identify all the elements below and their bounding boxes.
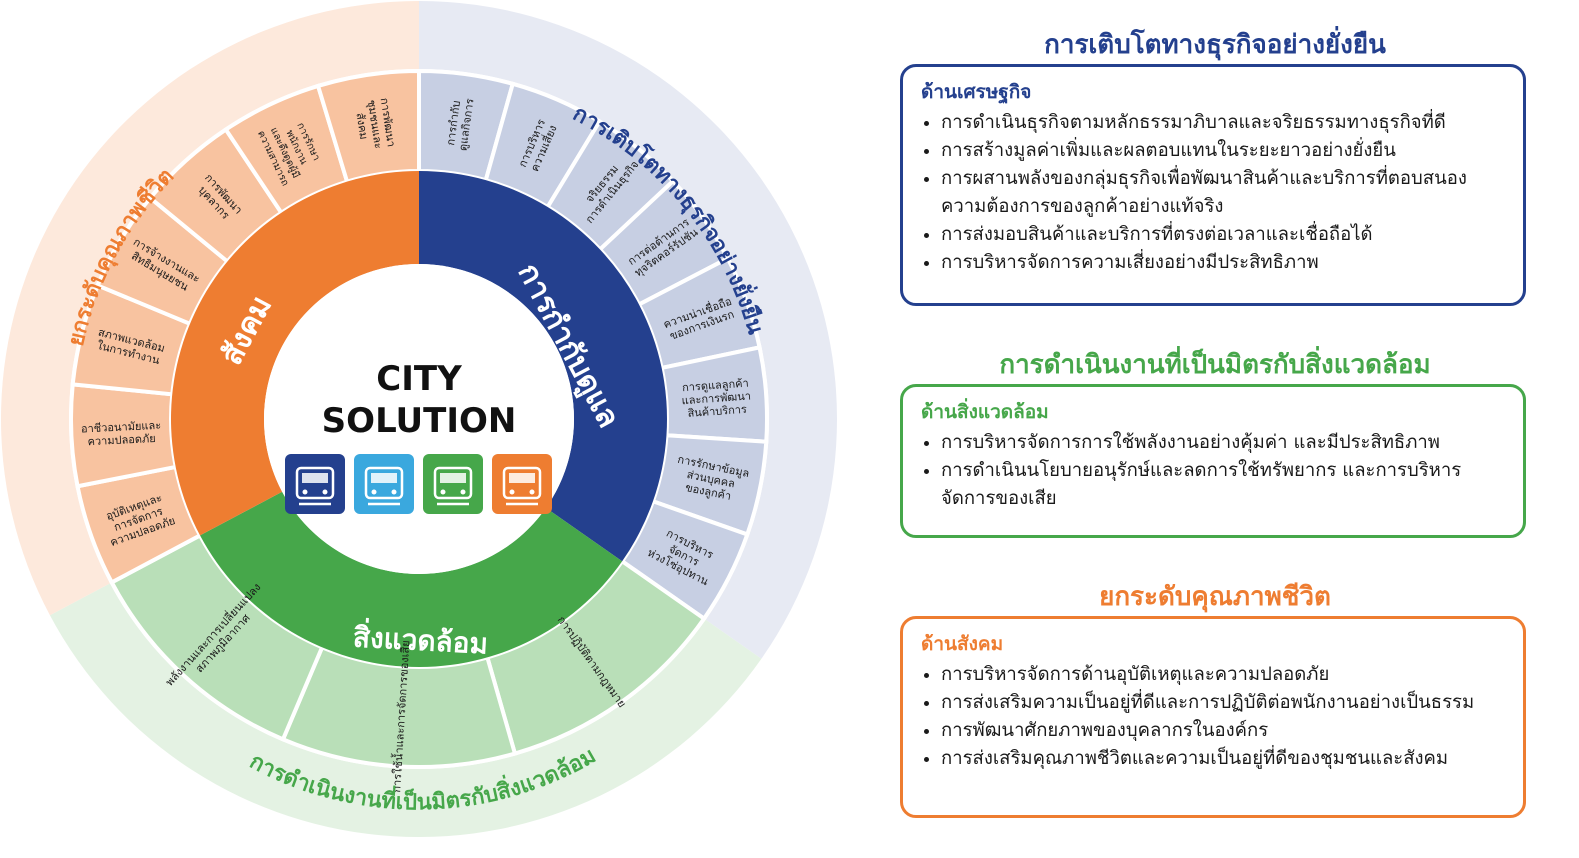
pillar-ring-environment [200, 491, 623, 667]
panel-box: ด้านสังคม การบริหารจัดการด้านอุบัติเหตุแ… [900, 616, 1526, 818]
list-item: การส่งเสริมความเป็นอยู่ที่ดีและการปฏิบัต… [941, 689, 1511, 717]
panel-title: การดำเนินงานที่เป็นมิตรกับสิ่งแวดล้อม [999, 350, 1431, 380]
social-segment-label-6: การพัฒนาชุมชนและสังคม [352, 97, 398, 152]
esg-wheel: การกำกับดูแลกิจการการบริหารความเสี่ยงจริ… [0, 1, 837, 837]
bus-shelter-icon [354, 454, 414, 514]
list-item: การดำเนินนโยบายอนุรักษ์และลดการใช้ทรัพยา… [941, 457, 1511, 513]
pillar-ring-social [170, 171, 419, 536]
list-item: การดำเนินธุรกิจตามหลักธรรมาภิบาลและจริยธ… [941, 109, 1511, 137]
social-segment-label-1: อาชีวอนามัยและความปลอดภัย [81, 419, 162, 449]
outer-band-social [0, 1, 419, 616]
list-item: การสร้างมูลค่าเพิ่มและผลตอบแทนในระยะยาวอ… [941, 137, 1511, 165]
governance-segment-label-5: การดูแลลูกค้าและการพัฒนาสินค้าบริการ [680, 376, 752, 420]
pillar-ring-governance [419, 171, 667, 562]
governance-segment-label-line: สินค้าบริการ [687, 403, 748, 420]
panel-economic: การเติบโตทางธุรกิจอย่างยั่งยืน ด้านเศรษฐ… [900, 20, 1530, 310]
outer-ring [0, 1, 837, 837]
panel-social: ยกระดับคุณภาพชีวิต ด้านสังคม การบริหารจั… [900, 572, 1530, 822]
center-title-line2: SOLUTION [321, 401, 517, 441]
list-item: การบริหารจัดการความเสี่ยงอย่างมีประสิทธิ… [941, 249, 1511, 277]
people-bin-icon [492, 454, 552, 514]
list-item: การบริหารจัดการการใช้พลังงานอย่างคุ้มค่า… [941, 429, 1511, 457]
panel-subtitle: ด้านสิ่งแวดล้อม [921, 401, 1049, 423]
list-item: การส่งเสริมคุณภาพชีวิตและความเป็นอยู่ที่… [941, 745, 1511, 773]
panel-list: การบริหารจัดการการใช้พลังงานอย่างคุ้มค่า… [921, 429, 1511, 513]
panel-box: ด้านเศรษฐกิจ การดำเนินธุรกิจตามหลักธรรมา… [900, 64, 1526, 306]
social-segment-label-line: อาชีวอนามัยและ [81, 419, 162, 436]
governance-segment-label-line: การดูแลลูกค้า [682, 377, 749, 395]
panel-list: การดำเนินธุรกิจตามหลักธรรมาภิบาลและจริยธ… [921, 109, 1511, 277]
panel-subtitle: ด้านสังคม [921, 633, 1004, 655]
list-item: การผสานพลังของกลุ่มธุรกิจเพื่อพัฒนาสินค้… [941, 165, 1511, 221]
panel-title: ยกระดับคุณภาพชีวิต [1099, 582, 1331, 612]
panel-box: ด้านสิ่งแวดล้อม การบริหารจัดการการใช้พลั… [900, 384, 1526, 538]
topic-segments [69, 68, 769, 769]
outer-band-governance [419, 1, 837, 659]
panel-list: การบริหารจัดการด้านอุบัติเหตุและความปลอด… [921, 661, 1511, 773]
list-item: การส่งมอบสินค้าและบริการที่ตรงต่อเวลาและ… [941, 221, 1511, 249]
list-item: การพัฒนาศักยภาพของบุคลากรในองค์กร [941, 717, 1511, 745]
governance-segment-label-line: การกำกับ [444, 100, 463, 147]
city-buildings-icon [423, 454, 483, 514]
panel-title: การเติบโตทางธุรกิจอย่างยั่งยืน [1044, 30, 1386, 60]
social-segment-label-line: สังคม [354, 112, 371, 140]
train-people-icon [285, 454, 345, 514]
center-title-line1: CITY [376, 359, 462, 399]
list-item: การบริหารจัดการด้านอุบัติเหตุและความปลอด… [941, 661, 1511, 689]
pillar-ring [170, 171, 667, 667]
social-segment-label-line: ความปลอดภัย [87, 432, 156, 448]
governance-segment-label-line: และการพัฒนา [681, 389, 751, 407]
center-title: CITY SOLUTION [300, 358, 538, 442]
panel-subtitle: ด้านเศรษฐกิจ [921, 81, 1032, 103]
panel-environment: การดำเนินงานที่เป็นมิตรกับสิ่งแวดล้อม ด้… [900, 340, 1530, 540]
outer-band-environment [49, 583, 762, 837]
